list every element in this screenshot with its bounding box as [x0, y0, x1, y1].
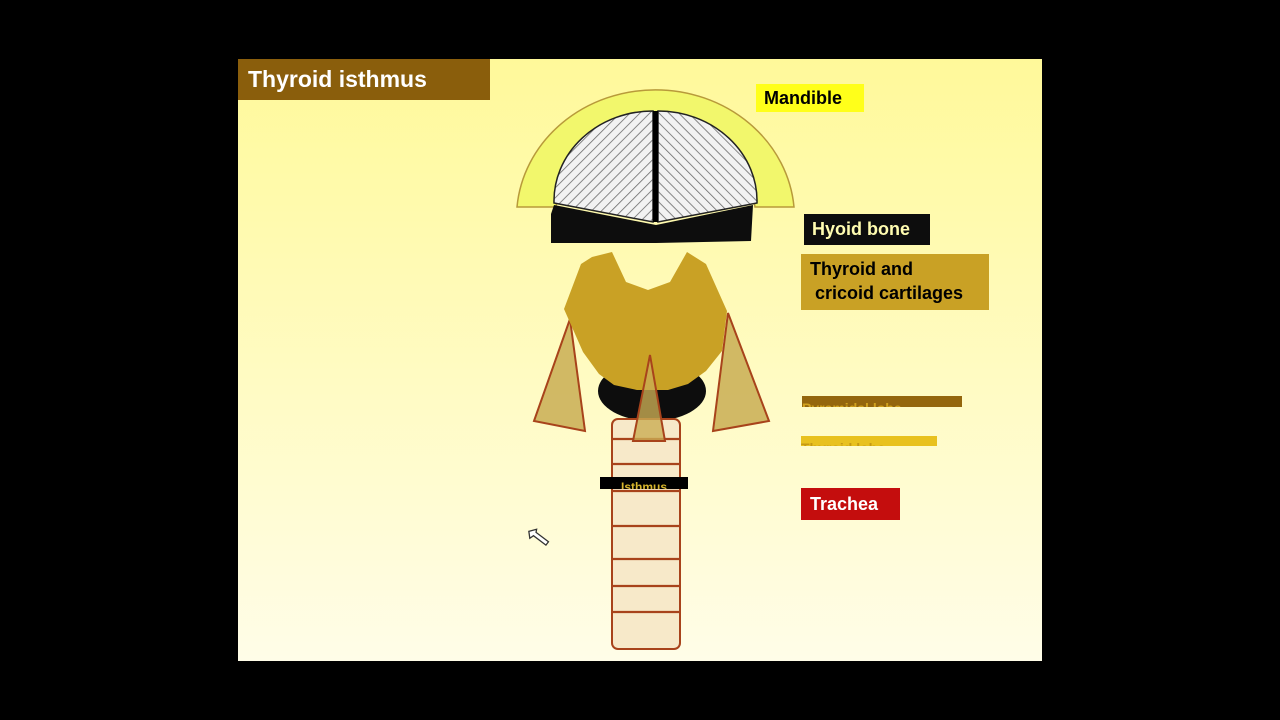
hyoid-bone-shape: [551, 205, 753, 243]
pointer-cursor-icon: [528, 528, 550, 547]
thyroid-cartilage-shape: [564, 252, 727, 390]
label-isthmus: Isthmus: [600, 477, 688, 489]
mouth-floor-left: [553, 110, 654, 223]
label-thyroid-cricoid-cartilages: Thyroid and cricoid cartilages: [801, 254, 989, 310]
trachea-shape: [611, 418, 681, 650]
thyroid-lobe-left: [532, 318, 587, 433]
thyroid-lobe-right: [711, 312, 771, 433]
mouth-floor-right: [657, 110, 758, 223]
slide: Thyroid isthmus Mandible Hyoid bone Thyr…: [238, 59, 1042, 661]
label-pyramidal-lobe: Pyramidal lobe: [802, 396, 962, 407]
slide-title: Thyroid isthmus: [238, 59, 490, 100]
label-thyroid-lobe: Thyroid lobe: [801, 436, 937, 446]
anatomy-diagram: [516, 89, 795, 650]
pyramidal-lobe-shape: [631, 354, 667, 442]
label-mandible: Mandible: [756, 84, 864, 112]
trachea-rings: [612, 437, 680, 614]
label-trachea: Trachea: [801, 488, 900, 520]
label-hyoid-bone: Hyoid bone: [804, 214, 930, 245]
